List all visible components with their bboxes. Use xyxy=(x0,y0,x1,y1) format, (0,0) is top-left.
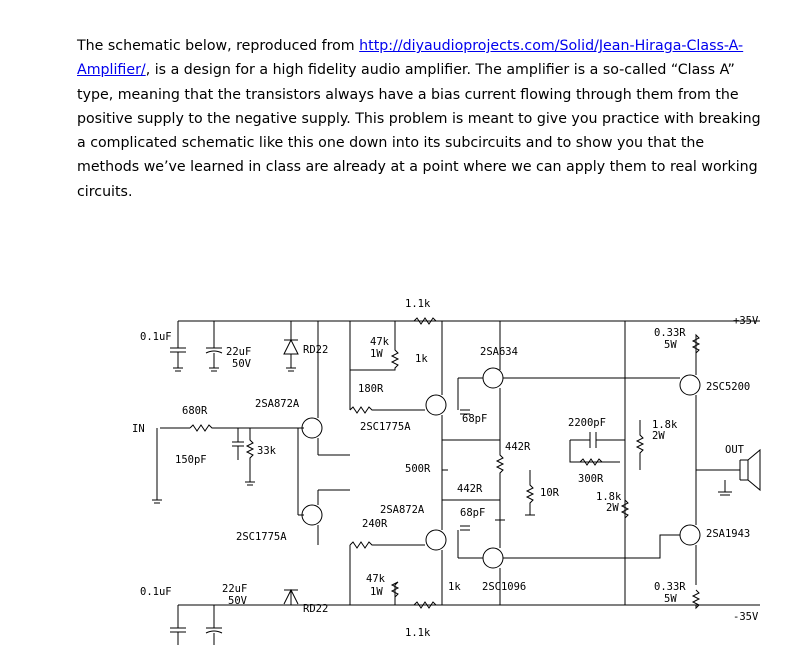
label-q-2sa634: 2SA634 xyxy=(480,346,518,358)
label-r-300: 300R xyxy=(578,473,604,485)
label-q-2sa872a-top: 2SA872A xyxy=(255,398,300,410)
label-r-033-top-w: 5W xyxy=(664,339,677,351)
label-c-68-top: 68pF xyxy=(462,413,487,425)
label-r-1k8-a-w: 2W xyxy=(652,430,665,442)
schematic-wiring xyxy=(152,317,761,645)
label-cap-bot-v: 50V xyxy=(228,595,248,607)
label-vneg: -35V xyxy=(733,611,759,623)
label-r-1k1-bot: 1.1k xyxy=(405,627,431,639)
label-r-240: 240R xyxy=(362,518,388,530)
label-r-033-top: 0.33R xyxy=(654,327,686,339)
label-r-442-a: 442R xyxy=(505,441,531,453)
label-r-1k-bot: 1k xyxy=(448,581,461,593)
label-out: OUT xyxy=(725,444,745,456)
label-r-33k: 33k xyxy=(257,445,277,457)
label-r-10: 10R xyxy=(540,487,560,499)
label-r-033-bot: 0.33R xyxy=(654,581,686,593)
label-r-47k-top: 47k xyxy=(370,336,390,348)
amplifier-schematic: 0.1uF 0.1uF 22uF 50V 22uF 50V RD22 RD22 … xyxy=(132,298,761,645)
label-in: IN xyxy=(132,423,145,435)
label-q-2sc1775a-top: 2SC1775A xyxy=(360,421,411,433)
intro-paragraph: The schematic below, reproduced from htt… xyxy=(77,34,767,204)
label-r-1k8-a: 1.8k xyxy=(652,419,678,431)
label-c-150: 150pF xyxy=(175,454,207,466)
label-rd-bot: RD22 xyxy=(303,603,328,615)
label-vpos: +35V xyxy=(733,315,759,327)
label-r-180: 180R xyxy=(358,383,384,395)
label-r-1k1-top: 1.1k xyxy=(405,298,431,310)
label-q-2sa1943: 2SA1943 xyxy=(706,528,750,540)
label-c-top: 0.1uF xyxy=(140,331,172,343)
label-r-1k8-b-w: 2W xyxy=(606,502,619,514)
label-r-47k-bot: 47k xyxy=(366,573,386,585)
intro-text-rest: , is a design for a high fidelity audio … xyxy=(77,62,761,200)
label-r-1k8-b: 1.8k xyxy=(596,491,622,503)
label-q-2sc1096: 2SC1096 xyxy=(482,581,526,593)
label-r-1k-top: 1k xyxy=(415,353,428,365)
label-cap-top-v: 50V xyxy=(232,358,252,370)
label-r-033-bot-w: 5W xyxy=(664,593,677,605)
label-c-2200: 2200pF xyxy=(568,417,606,429)
label-q-2sc5200: 2SC5200 xyxy=(706,381,750,393)
label-c-68-bot: 68pF xyxy=(460,507,485,519)
label-q-2sc1775a-bot: 2SC1775A xyxy=(236,531,287,543)
label-r-47k-top-w: 1W xyxy=(370,348,383,360)
label-r-47k-bot-w: 1W xyxy=(370,586,383,598)
label-cap-top: 22uF xyxy=(226,346,251,358)
label-cap-bot: 22uF xyxy=(222,583,247,595)
label-r-680: 680R xyxy=(182,405,208,417)
intro-text-start: The schematic below, reproduced from xyxy=(77,38,360,54)
schematic-labels: 0.1uF 0.1uF 22uF 50V 22uF 50V RD22 RD22 … xyxy=(132,298,759,639)
label-r-500: 500R xyxy=(405,463,431,475)
label-q-2sa872a-bot: 2SA872A xyxy=(380,504,425,516)
source-link[interactable]: http://diyaudioprojects.com/Solid/Jean-H… xyxy=(77,38,744,79)
label-r-442-b: 442R xyxy=(457,483,483,495)
label-c-bot: 0.1uF xyxy=(140,586,172,598)
label-rd-top: RD22 xyxy=(303,344,328,356)
